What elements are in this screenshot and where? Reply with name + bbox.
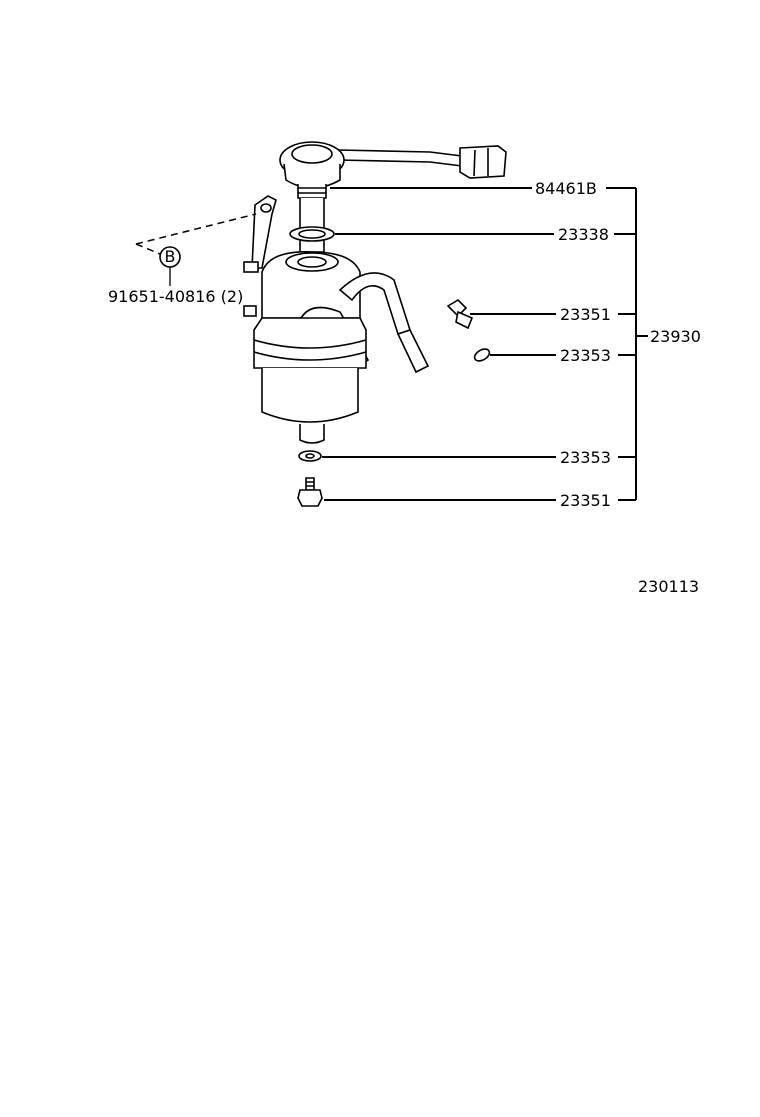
- callout-screw: 91651-40816 (2): [108, 287, 243, 306]
- screw-reference-dash: [135, 213, 257, 245]
- fuel-pump-drawing: [243, 141, 507, 507]
- callout-sensor: 84461B: [535, 179, 597, 198]
- ref-letter-b: B: [165, 247, 176, 266]
- callout-assembly: 23930: [650, 327, 701, 346]
- screw-reference-dash-2: [135, 243, 161, 255]
- leader-lines: [322, 187, 648, 501]
- callout-washer-lower: 23353: [560, 448, 611, 467]
- diagram-id: 230113: [638, 577, 699, 596]
- callout-gasket: 23338: [558, 225, 609, 244]
- callout-bolt-upper: 23351: [560, 305, 611, 324]
- callout-bolt-lower: 23351: [560, 491, 611, 510]
- callout-washer-upper: 23353: [560, 346, 611, 365]
